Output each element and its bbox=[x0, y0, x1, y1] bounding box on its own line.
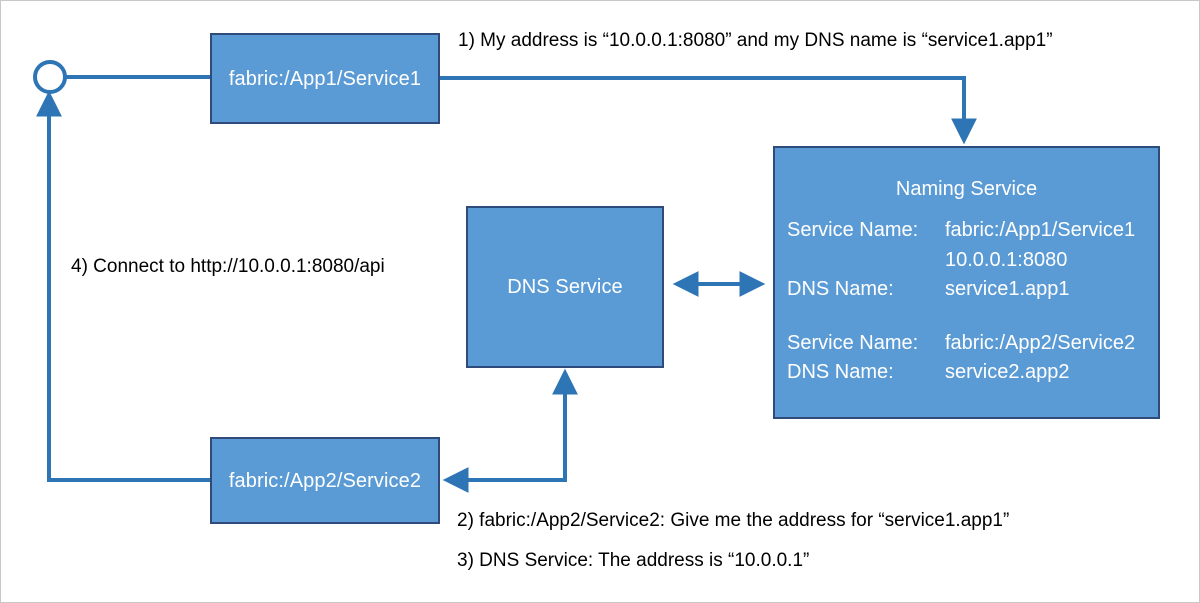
node-app1-service1[interactable]: fabric:/App1/Service1 bbox=[210, 33, 440, 124]
naming-entry-value: 10.0.0.1:8080 bbox=[945, 248, 1068, 271]
naming-service-entries: Service Name: fabric:/App1/Service1 10.0… bbox=[775, 216, 1158, 388]
node-app2-service2-label: fabric:/App2/Service2 bbox=[228, 469, 422, 492]
naming-entry-row: Service Name: fabric:/App1/Service1 bbox=[787, 216, 1158, 246]
connector-app2-to-endpoint bbox=[36, 90, 210, 482]
connector-app1-to-naming bbox=[440, 76, 977, 145]
naming-entry-value: fabric:/App1/Service1 bbox=[945, 219, 1136, 241]
connector-dns-to-app2 bbox=[442, 373, 567, 493]
naming-entry-key bbox=[787, 246, 945, 276]
naming-entry-row: DNS Name: service2.app2 bbox=[787, 358, 1158, 388]
node-naming-service[interactable]: Naming Service Service Name: fabric:/App… bbox=[773, 146, 1160, 419]
annotation-step-1: 1) My address is “10.0.0.1:8080” and my … bbox=[458, 30, 1053, 51]
annotation-step-2: 2) fabric:/App2/Service2: Give me the ad… bbox=[457, 510, 1010, 531]
naming-entry-key: Service Name: bbox=[787, 331, 919, 354]
annotation-step-4: 4) Connect to http://10.0.0.1:8080/api bbox=[71, 256, 385, 277]
naming-entry-key: Service Name: bbox=[787, 219, 919, 241]
endpoint-circle bbox=[33, 60, 67, 94]
naming-entry-separator bbox=[787, 305, 1158, 329]
annotation-step-3: 3) DNS Service: The address is “10.0.0.1… bbox=[457, 550, 810, 571]
node-app1-service1-label: fabric:/App1/Service1 bbox=[228, 67, 422, 90]
naming-entry-key: DNS Name: bbox=[787, 278, 894, 301]
naming-entry-value: service2.app2 bbox=[945, 361, 1070, 384]
node-dns-service-label: DNS Service bbox=[507, 276, 623, 298]
naming-entry-row: DNS Name: service1.app1 bbox=[787, 275, 1158, 305]
node-app2-service2[interactable]: fabric:/App2/Service2 bbox=[210, 437, 440, 524]
node-dns-service[interactable]: DNS Service bbox=[466, 206, 664, 368]
connector-app2-to-dns bbox=[501, 368, 578, 482]
naming-entry-row: 10.0.0.1:8080 bbox=[787, 246, 1158, 276]
naming-entry-row: Service Name: fabric:/App2/Service2 bbox=[787, 329, 1158, 359]
naming-entry-key: DNS Name: bbox=[787, 361, 894, 384]
naming-entry: Service Name: fabric:/App1/Service1 10.0… bbox=[787, 216, 1158, 305]
naming-service-title: Naming Service bbox=[895, 178, 1038, 200]
naming-entry: Service Name: fabric:/App2/Service2 DNS … bbox=[787, 329, 1158, 388]
naming-entry-value: service1.app1 bbox=[945, 278, 1070, 301]
naming-entry-value: fabric:/App2/Service2 bbox=[945, 331, 1136, 354]
